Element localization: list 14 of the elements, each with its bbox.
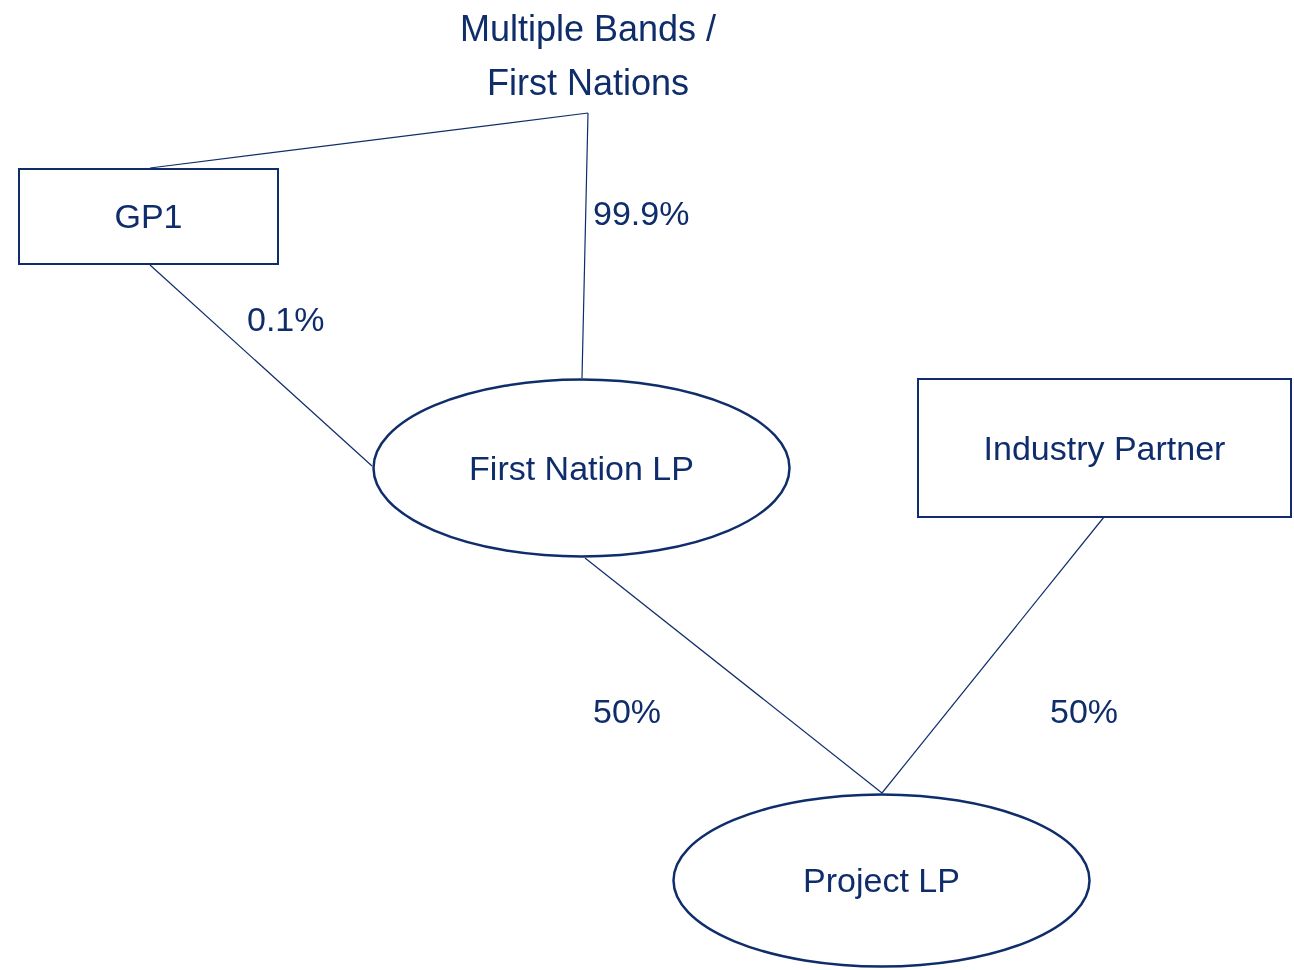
- node-label: Industry Partner: [983, 427, 1226, 469]
- connector-line: [149, 112, 589, 169]
- entity-box: [18, 168, 279, 265]
- connector-line: [581, 112, 589, 379]
- connector-line: [881, 516, 1105, 794]
- connector-line: [149, 264, 373, 467]
- node-label: Project LP: [803, 860, 960, 901]
- node-label: GP1: [114, 196, 183, 237]
- node-label: First Nation LP: [469, 447, 694, 489]
- entity-ellipse: [372, 378, 791, 558]
- owner-label: Multiple Bands / First Nations: [458, 7, 718, 105]
- entity-box: [917, 378, 1292, 518]
- connector-line: [584, 557, 883, 794]
- entity-ellipse: [672, 793, 1091, 968]
